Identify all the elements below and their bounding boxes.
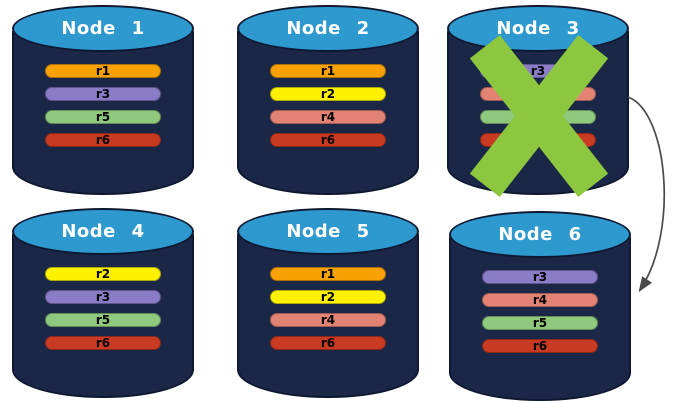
node-6: Node 6 r3 r4 r5 r6 bbox=[449, 211, 631, 401]
cylinder-top: Node 1 bbox=[12, 5, 194, 52]
replica-label: r6 bbox=[95, 336, 111, 350]
node-label: Node 6 bbox=[498, 224, 582, 245]
replica-label: r4 bbox=[320, 313, 336, 327]
replica-bar: r4 bbox=[270, 313, 386, 327]
replica-label: r3 bbox=[95, 290, 111, 304]
replica-bar: r5 bbox=[480, 110, 596, 124]
replica-bar: r5 bbox=[45, 313, 161, 327]
node-3: Node 3 r3 r4 r5 r6 bbox=[447, 5, 629, 198]
replica-bar: r2 bbox=[45, 267, 161, 281]
replica-label: r6 bbox=[320, 336, 336, 350]
replica-bar: r6 bbox=[270, 336, 386, 350]
replica-bar: r4 bbox=[482, 293, 598, 307]
replica-list: r2 r3 r5 r6 bbox=[45, 267, 161, 350]
replica-list: r1 r2 r4 r6 bbox=[270, 64, 386, 147]
replica-bar: r3 bbox=[482, 270, 598, 284]
replica-label: r2 bbox=[320, 87, 336, 101]
replica-label: r2 bbox=[95, 267, 111, 281]
replica-label: r6 bbox=[532, 339, 548, 353]
replica-list: r3 r4 r5 r6 bbox=[482, 270, 598, 353]
replica-bar: r5 bbox=[45, 110, 161, 124]
replica-list: r1 r2 r4 r6 bbox=[270, 267, 386, 350]
replica-bar: r6 bbox=[45, 133, 161, 147]
replica-bar: r3 bbox=[45, 290, 161, 304]
cylinder-top: Node 4 bbox=[12, 208, 194, 255]
replica-label: r3 bbox=[530, 64, 546, 78]
node-label: Node 1 bbox=[61, 18, 145, 39]
replica-bar: r6 bbox=[45, 336, 161, 350]
replica-label: r5 bbox=[95, 313, 111, 327]
cylinder-top: Node 3 bbox=[447, 5, 629, 52]
replica-label: r6 bbox=[95, 133, 111, 147]
replica-label: r1 bbox=[320, 64, 336, 78]
replica-label: r5 bbox=[532, 316, 548, 330]
replica-bar: r6 bbox=[480, 133, 596, 147]
replica-label: r6 bbox=[320, 133, 336, 147]
replica-bar: r1 bbox=[270, 64, 386, 78]
replica-label: r5 bbox=[95, 110, 111, 124]
replica-label: r1 bbox=[95, 64, 111, 78]
node-label: Node 4 bbox=[61, 221, 145, 242]
replica-label: r5 bbox=[530, 110, 546, 124]
replica-bar: r4 bbox=[480, 87, 596, 101]
replica-bar: r3 bbox=[480, 64, 596, 78]
node-5: Node 5 r1 r2 r4 r6 bbox=[237, 208, 419, 398]
node-4: Node 4 r2 r3 r5 r6 bbox=[12, 208, 194, 398]
replica-bar: r1 bbox=[270, 267, 386, 281]
replica-bar: r1 bbox=[45, 64, 161, 78]
replica-list: r3 r4 r5 r6 bbox=[480, 64, 596, 147]
cylinder-top: Node 6 bbox=[449, 211, 631, 258]
node-label: Node 5 bbox=[286, 221, 370, 242]
replica-label: r6 bbox=[530, 133, 546, 147]
replica-bar: r3 bbox=[45, 87, 161, 101]
node-label: Node 3 bbox=[496, 18, 580, 39]
replica-bar: r2 bbox=[270, 290, 386, 304]
node-1: Node 1 r1 r3 r5 r6 bbox=[12, 5, 194, 195]
replica-bar: r4 bbox=[270, 110, 386, 124]
cylinder-top: Node 2 bbox=[237, 5, 419, 52]
replica-label: r4 bbox=[530, 87, 546, 101]
failover-arrow-path bbox=[627, 96, 666, 293]
replica-bar: r6 bbox=[270, 133, 386, 147]
replica-bar: r2 bbox=[270, 87, 386, 101]
node-2: Node 2 r1 r2 r4 r6 bbox=[237, 5, 419, 195]
replica-label: r4 bbox=[532, 293, 548, 307]
replica-label: r1 bbox=[320, 267, 336, 281]
replica-label: r3 bbox=[532, 270, 548, 284]
replica-label: r2 bbox=[320, 290, 336, 304]
replica-list: r1 r3 r5 r6 bbox=[45, 64, 161, 147]
replica-bar: r5 bbox=[482, 316, 598, 330]
replica-label: r4 bbox=[320, 110, 336, 124]
replica-bar: r6 bbox=[482, 339, 598, 353]
cylinder-top: Node 5 bbox=[237, 208, 419, 255]
node-label: Node 2 bbox=[286, 18, 370, 39]
replica-label: r3 bbox=[95, 87, 111, 101]
